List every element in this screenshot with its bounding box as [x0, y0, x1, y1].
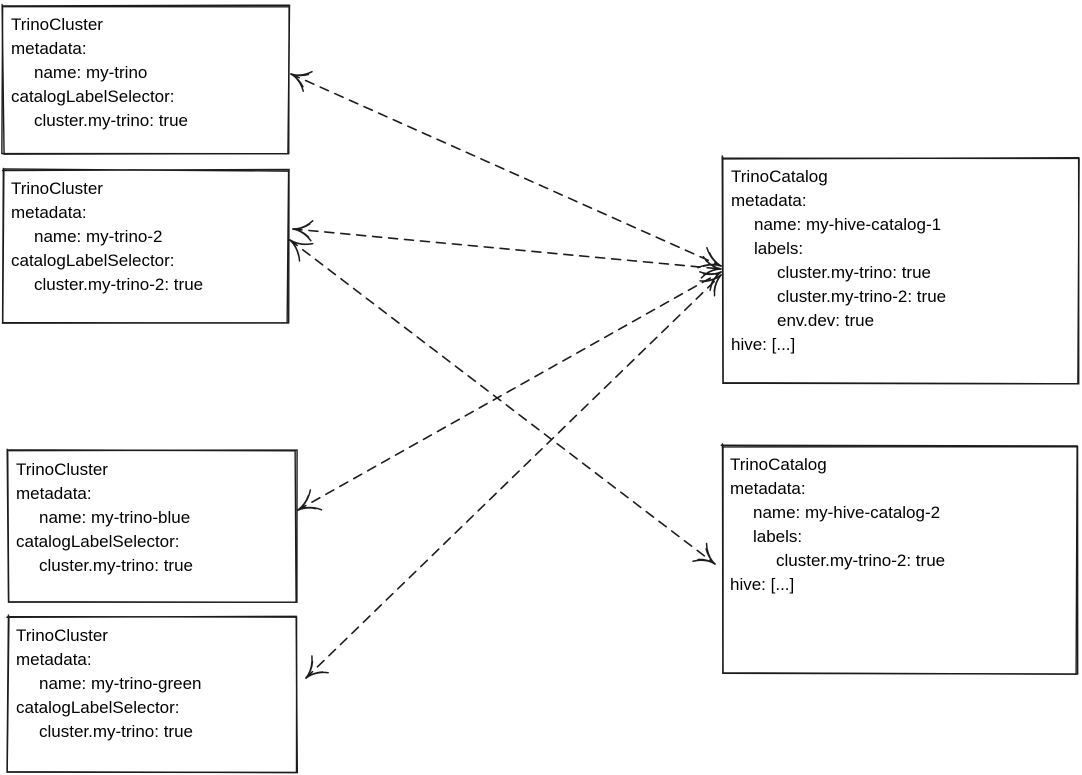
node-text-line: metadata: [11, 39, 87, 58]
node-text-line: name: my-trino-2 [34, 227, 163, 246]
node-trino-catalog-my-hive-catalog-2: TrinoCatalog metadata: name: my-hive-catal… [722, 446, 1077, 673]
connection-my-trino-2--my-hive-catalog-2 [289, 239, 716, 565]
node-text-line: TrinoCluster [11, 179, 103, 198]
node-trino-cluster-my-trino-2: TrinoCluster metadata: name: my-trino-2 cat… [3, 170, 288, 323]
node-trino-cluster-my-trino: TrinoCluster metadata: name: my-trino catal… [3, 6, 289, 154]
node-text-line: hive: [...] [730, 575, 795, 594]
node-text-line: name: my-trino-green [39, 674, 202, 693]
node-text-line: name: my-hive-catalog-1 [754, 215, 942, 234]
node-text-line: catalogLabelSelector: [16, 698, 180, 717]
node-text-line: metadata: [16, 650, 92, 669]
node-text-line: labels: [753, 527, 803, 546]
node-text-line: labels: [754, 239, 804, 258]
node-text-line: TrinoCluster [16, 626, 108, 645]
node-text-line: hive: [...] [731, 335, 796, 354]
node-text-line: cluster.my-trino: true [34, 111, 188, 130]
node-text-line: metadata: [731, 191, 807, 210]
node-text-line: catalogLabelSelector: [11, 87, 175, 106]
node-text-line: name: my-trino-blue [39, 508, 191, 527]
node-text-line: cluster.my-trino-2: true [34, 275, 204, 294]
node-text-line: TrinoCluster [11, 15, 103, 34]
node-text-line: TrinoCatalog [730, 455, 827, 474]
node-text-line: TrinoCatalog [731, 167, 828, 186]
node-text-line: cluster.my-trino-2: true [776, 551, 946, 570]
node-trino-cluster-my-trino-blue: TrinoCluster metadata: name: my-trino-blue… [8, 451, 296, 602]
node-text-line: name: my-trino [34, 63, 148, 82]
connection-my-trino--my-hive-catalog-1 [290, 70, 722, 269]
node-trino-catalog-my-hive-catalog-1: TrinoCatalog metadata: name: my-hive-catal… [723, 158, 1079, 383]
node-text-line: metadata: [730, 479, 806, 498]
connection-my-trino-blue--my-hive-catalog-1 [297, 271, 722, 511]
node-text-line: cluster.my-trino: true [39, 556, 193, 575]
node-text-line: cluster.my-trino: true [777, 263, 931, 282]
node-trino-cluster-my-trino-green: TrinoCluster metadata: name: my-trino-gree… [8, 617, 297, 772]
connection-my-trino-green--my-hive-catalog-1 [305, 274, 722, 679]
node-text-line: catalogLabelSelector: [16, 532, 180, 551]
node-text-line: TrinoCluster [16, 460, 108, 479]
node-text-line: env.dev: true [777, 311, 875, 330]
node-text-line: metadata: [11, 203, 87, 222]
node-text-line: metadata: [16, 484, 92, 503]
node-text-line: cluster.my-trino-2: true [777, 287, 947, 306]
node-text-line: name: my-hive-catalog-2 [753, 503, 941, 522]
node-text-line: catalogLabelSelector: [11, 251, 175, 270]
node-text-line: cluster.my-trino: true [39, 722, 193, 741]
connection-my-trino-2--my-hive-catalog-1 [292, 220, 722, 279]
